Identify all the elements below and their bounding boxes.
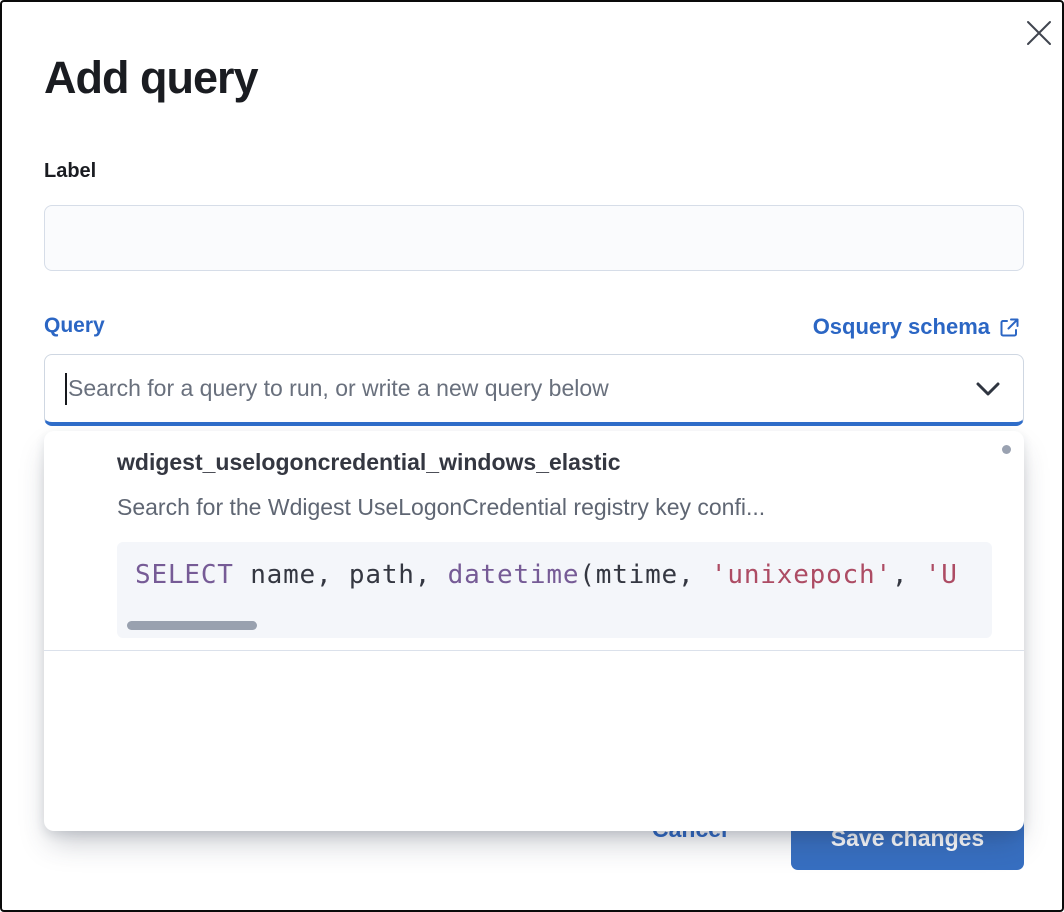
query-suggestions-dropdown: wdigest_uselogoncredential_windows_elast…	[44, 431, 1024, 831]
osquery-schema-link-label: Osquery schema	[812, 314, 990, 339]
osquery-schema-link[interactable]: Osquery schema	[813, 314, 1020, 340]
query-option[interactable]: wdigest_uselogoncredential_windows_elast…	[44, 431, 1024, 651]
query-combobox-placeholder: Search for a query to run, or write a ne…	[68, 375, 609, 401]
query-option-code-block: SELECT name, path, datetime(mtime, 'unix…	[117, 542, 992, 638]
query-option-description: Search for the Wdigest UseLogonCredentia…	[117, 494, 766, 520]
external-link-icon	[999, 317, 1020, 338]
vertical-scrollbar-thumb[interactable]	[1002, 445, 1011, 454]
query-option[interactable]: services_running_on_user_accounts_window…	[44, 652, 1024, 831]
option-divider	[44, 650, 1024, 651]
horizontal-scrollbar-thumb[interactable]	[127, 621, 257, 630]
label-field-label: Label	[44, 160, 97, 182]
label-input[interactable]	[44, 205, 1024, 271]
modal-title: Add query	[44, 52, 259, 103]
text-caret	[65, 372, 67, 405]
query-combobox[interactable]: Search for a query to run, or write a ne…	[44, 354, 1024, 426]
chevron-down-icon[interactable]	[973, 374, 1003, 404]
query-field-label: Query	[44, 314, 105, 337]
query-option-title: wdigest_uselogoncredential_windows_elast…	[117, 449, 621, 475]
sql-code-line: SELECT name, path, datetime(mtime, 'unix…	[135, 560, 958, 590]
close-icon[interactable]	[1022, 16, 1056, 50]
